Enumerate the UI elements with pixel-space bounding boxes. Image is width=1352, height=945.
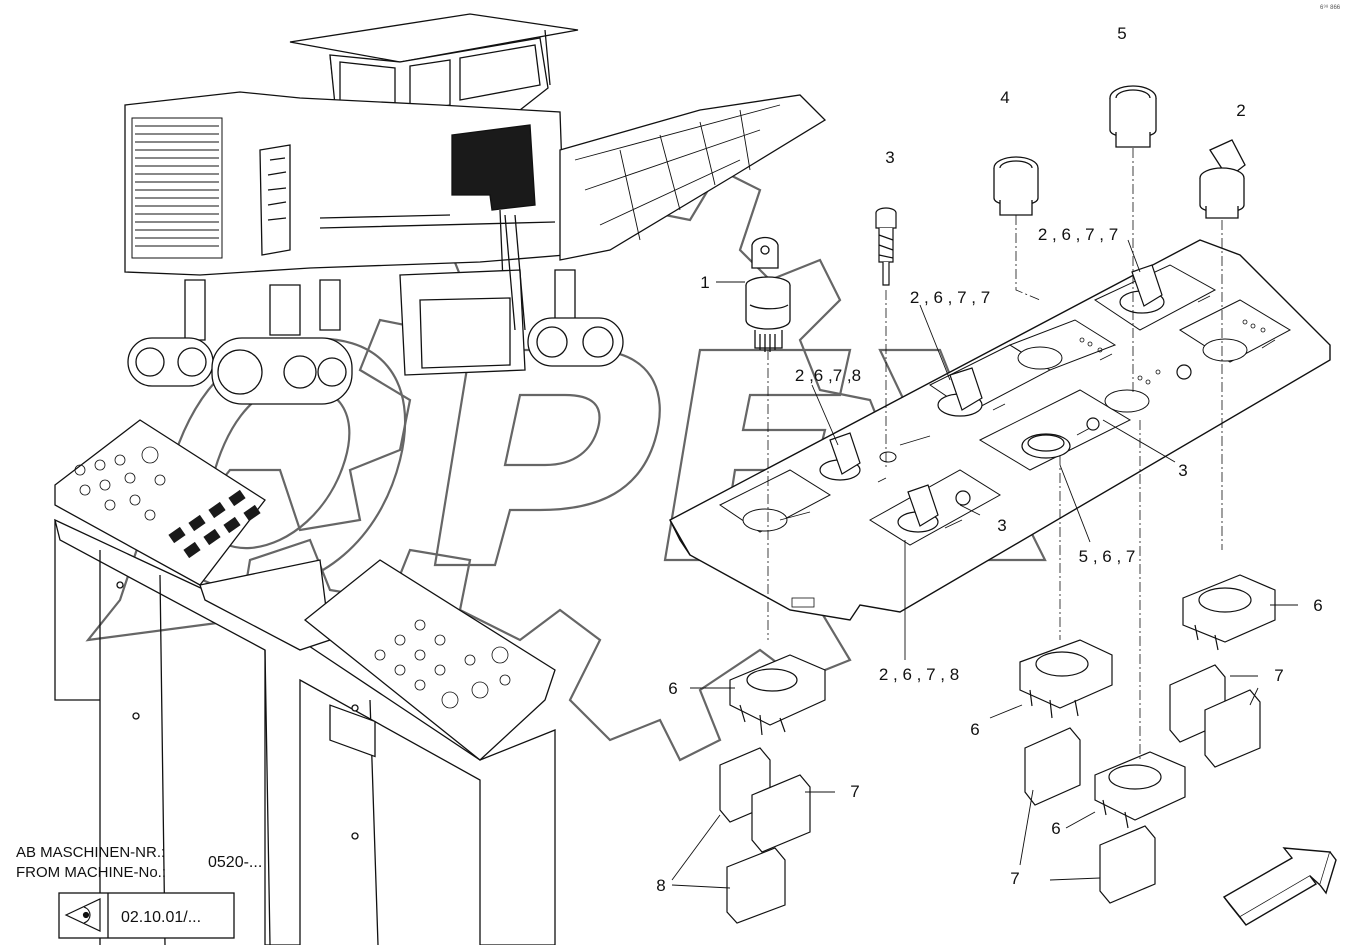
holder-right bbox=[1182, 574, 1276, 651]
label-group-2677-mid: 2 , 6 , 7 , 7 bbox=[910, 288, 990, 307]
contact-holders bbox=[729, 574, 1276, 829]
machine-grille bbox=[131, 117, 223, 259]
watermark-letter-p bbox=[433, 348, 661, 567]
label-3-top: 3 bbox=[885, 148, 894, 167]
page-tag: 6⁹⁸ 866 bbox=[1320, 4, 1341, 11]
contact-block bbox=[1204, 689, 1261, 768]
indicator-lamp bbox=[875, 207, 897, 286]
label-7-left: 7 bbox=[850, 782, 859, 801]
cabinet-panel-left bbox=[54, 419, 266, 586]
label-group-2678-top: 2 ,6 ,7 ,8 bbox=[795, 366, 861, 385]
machine-dark-panel bbox=[451, 124, 536, 211]
contact-blocks bbox=[719, 664, 1261, 924]
contact-block bbox=[751, 774, 811, 853]
holder-bottom bbox=[1094, 751, 1186, 829]
reference-box: 02.10.01/... bbox=[58, 892, 235, 939]
label-6-right: 6 bbox=[1313, 596, 1322, 615]
machine-tracks bbox=[127, 317, 624, 405]
label-7-right: 7 bbox=[1274, 666, 1283, 685]
holder-mid bbox=[1019, 639, 1113, 719]
contact-block bbox=[1099, 825, 1156, 904]
machine-serial: 0520-... bbox=[208, 854, 262, 871]
machine-conveyor bbox=[559, 94, 827, 261]
contact-block bbox=[1024, 727, 1081, 806]
contact-block bbox=[726, 847, 786, 924]
pushbutton-5 bbox=[1109, 85, 1157, 148]
label-5: 5 bbox=[1117, 24, 1126, 43]
label-group-2677-right: 2 , 6 , 7 , 7 bbox=[1038, 225, 1118, 244]
label-8: 8 bbox=[656, 876, 665, 895]
label-1: 1 bbox=[700, 273, 709, 292]
label-6-mid: 6 bbox=[970, 720, 979, 739]
label-7-bottom: 7 bbox=[1010, 869, 1019, 888]
label-group-567: 5 , 6 , 7 bbox=[1079, 547, 1136, 566]
axis-lines bbox=[767, 148, 1223, 760]
machine-canopy bbox=[289, 13, 579, 63]
reference-number: 02.10.01/... bbox=[121, 909, 201, 926]
label-4: 4 bbox=[1000, 88, 1009, 107]
watermark-gear bbox=[85, 158, 892, 762]
direction-arrow-icon bbox=[1222, 847, 1337, 926]
from-machine-label-en: FROM MACHINE-No.: bbox=[16, 864, 166, 881]
pushbutton-4 bbox=[993, 156, 1039, 216]
label-6-left: 6 bbox=[668, 679, 677, 698]
cabinet-panel-right bbox=[303, 559, 556, 761]
label-6-bottom: 6 bbox=[1051, 819, 1060, 838]
key-switch bbox=[745, 236, 791, 352]
holder-left bbox=[729, 654, 826, 736]
machine-info: AB MASCHINEN-NR.: FROM MACHINE-No.: 0520… bbox=[16, 844, 262, 939]
label-2: 2 bbox=[1236, 101, 1245, 120]
eye-view-icon bbox=[64, 898, 101, 932]
control-cabinet bbox=[54, 419, 556, 945]
label-3-mid: 3 bbox=[997, 516, 1006, 535]
label-group-2678-bottom: 2 , 6 , 7 , 8 bbox=[879, 665, 959, 684]
milling-machine bbox=[124, 13, 827, 405]
cabinet-body bbox=[54, 518, 556, 945]
selector-switch-2 bbox=[1199, 139, 1246, 219]
panel-dark-keys bbox=[168, 489, 261, 559]
label-3-right: 3 bbox=[1178, 461, 1187, 480]
from-machine-label-de: AB MASCHINEN-NR.: bbox=[16, 844, 165, 861]
callout-labels: 1 2 3 3 3 4 5 6 6 6 6 7 7 7 8 2 ,6 ,7 ,8… bbox=[656, 24, 1322, 895]
leader-lines bbox=[671, 239, 1298, 889]
